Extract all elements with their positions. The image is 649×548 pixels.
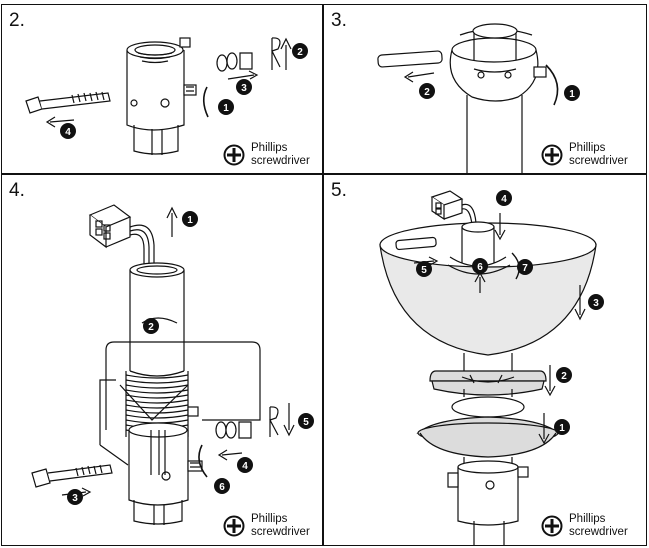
callout-7: 7	[522, 263, 528, 274]
callout-3: 3	[72, 493, 78, 504]
phillips-head-icon	[541, 144, 563, 166]
callout-2: 2	[148, 322, 154, 333]
tool-label-line2: screwdriver	[251, 155, 310, 167]
step-2-panel: 2.	[1, 4, 323, 174]
tool-label-line1: Phillips	[569, 513, 606, 525]
callout-5: 5	[421, 265, 427, 276]
tool-label-line2: screwdriver	[251, 526, 310, 538]
phillips-head-icon	[223, 144, 245, 166]
step-number: 3.	[331, 10, 347, 31]
callout-1: 1	[559, 423, 565, 434]
tool-label-line1: Phillips	[251, 513, 288, 525]
callout-2: 2	[561, 371, 567, 382]
callout-3: 3	[241, 83, 247, 94]
callout-2: 2	[424, 87, 430, 98]
step-4-illustration: 1 2 3 4 5 6	[31, 204, 314, 525]
step-5-panel: 5.	[323, 174, 647, 546]
callout-1: 1	[569, 89, 575, 100]
tool-label-line1: Phillips	[251, 142, 288, 154]
callout-6: 6	[219, 482, 225, 493]
tool-label-line2: screwdriver	[569, 526, 628, 538]
step-3-panel: 3.	[323, 4, 647, 174]
callout-1: 1	[187, 215, 193, 226]
step-4-panel: 4.	[1, 174, 323, 546]
callout-4: 4	[65, 127, 71, 138]
tool-label-line1: Phillips	[569, 142, 606, 154]
step-2-illustration: 2 3 1 4	[25, 37, 308, 155]
callout-2: 2	[297, 47, 303, 58]
phillips-head-icon	[541, 515, 563, 537]
callout-5: 5	[303, 417, 309, 428]
phillips-head-icon	[223, 515, 245, 537]
step-3-illustration: 2 1	[377, 23, 580, 173]
step-number: 2.	[9, 10, 25, 31]
step-number: 5.	[331, 180, 347, 201]
step-number: 4.	[9, 180, 25, 201]
callout-4: 4	[501, 194, 507, 205]
tool-label-line2: screwdriver	[569, 155, 628, 167]
callout-6: 6	[477, 262, 483, 273]
callout-1: 1	[223, 103, 229, 114]
callout-3: 3	[593, 298, 599, 309]
callout-4: 4	[242, 461, 248, 472]
step-5-illustration: 4 5 6 7 3 2 1	[379, 190, 604, 545]
